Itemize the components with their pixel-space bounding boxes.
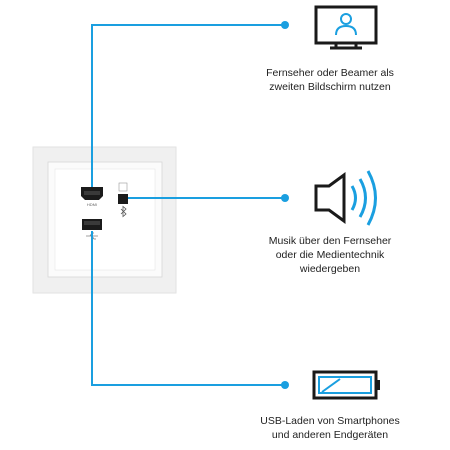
- monitor-with-person-icon: [314, 5, 378, 50]
- caption-line: Musik über den Fernseher: [268, 235, 392, 247]
- bluetooth-icon: [120, 205, 127, 218]
- endpoint-dot-usb: [281, 381, 289, 389]
- pair-button: [118, 194, 128, 204]
- caption-usb-charging: USB-Laden von Smartphones und anderen En…: [235, 414, 425, 442]
- insert-face: [54, 168, 156, 271]
- hdmi-port-icon: [81, 187, 103, 200]
- connector-lines: [91, 24, 283, 386]
- usb-charging-battery-icon: [312, 370, 380, 400]
- caption-line: oder die Medientechnik: [275, 249, 385, 261]
- connector-line-screen: [91, 24, 283, 187]
- wall-socket-plate: [32, 146, 177, 294]
- connector-endpoints: [281, 21, 289, 389]
- bluetooth-pairing-button: [118, 182, 128, 204]
- caption-line: USB-Laden von Smartphones: [260, 415, 400, 427]
- caption-line: zweiten Bildschirm nutzen: [269, 81, 391, 93]
- connector-line-usb: [91, 231, 283, 386]
- hdmi-port-label: HDMI: [87, 202, 97, 207]
- speaker-icon: [314, 170, 377, 226]
- caption-music-playback: Musik über den Fernseher oder die Medien…: [235, 234, 425, 276]
- caption-line: und anderen Endgeräten: [271, 429, 389, 441]
- led-indicator: [118, 182, 128, 192]
- endpoint-dot-screen: [281, 21, 289, 29]
- endpoint-dot-music: [281, 194, 289, 202]
- caption-line: Fernseher oder Beamer als: [266, 67, 394, 79]
- usb-port-icon: [82, 219, 102, 230]
- caption-line: wiedergeben: [299, 263, 361, 275]
- caption-second-screen: Fernseher oder Beamer als zweiten Bildsc…: [235, 66, 425, 94]
